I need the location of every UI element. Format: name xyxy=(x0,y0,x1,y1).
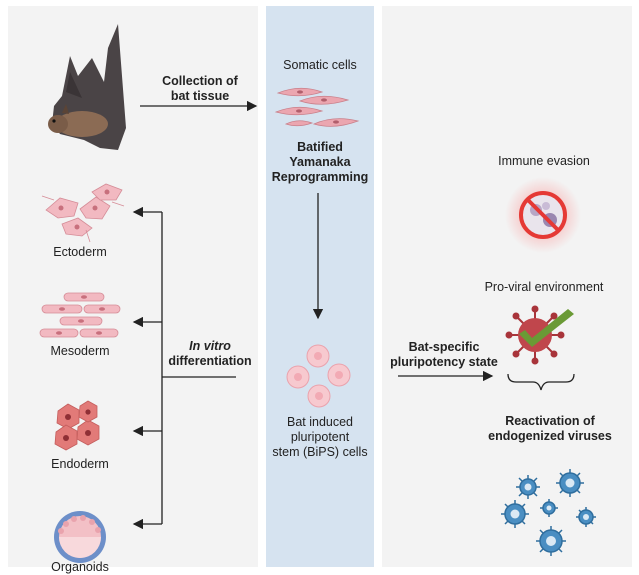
pluripotency-state-label: Bat-specific pluripotency state xyxy=(382,340,506,370)
bat-icon xyxy=(48,24,126,150)
pluripotency-state-line1: Bat-specific xyxy=(408,340,480,354)
pluripotency-state-line2: pluripotency state xyxy=(390,355,498,369)
mesoderm-label: Mesoderm xyxy=(50,344,110,358)
reprogramming-label-line1: Batified xyxy=(297,140,343,154)
invitro-label: In vitro differentiation xyxy=(160,339,260,369)
reactivation-label-line1: Reactivation of xyxy=(505,414,595,428)
reactivation-label-line2: endogenized viruses xyxy=(488,429,612,443)
bips-label-line1: Bat induced xyxy=(286,415,354,429)
reprogramming-label-line2: Yamanaka xyxy=(289,155,351,169)
bips-label: Bat induced pluripotent stem (BiPS) cell… xyxy=(262,415,378,460)
ectoderm-label: Ectoderm xyxy=(53,245,107,259)
bracket xyxy=(507,373,575,391)
virus-particles-icon xyxy=(501,469,596,556)
endoderm-label: Endoderm xyxy=(51,457,109,471)
somatic-cells-icon xyxy=(274,87,360,127)
bips-label-line2: pluripotent xyxy=(290,430,350,444)
reactivation-label: Reactivation of endogenized viruses xyxy=(480,414,620,444)
invitro-label-line1: In vitro xyxy=(189,339,231,353)
somatic-cells-label: Somatic cells xyxy=(283,58,357,72)
reprogramming-label-line3: Reprogramming xyxy=(271,170,369,184)
collection-label: Collection of bat tissue xyxy=(140,74,260,104)
bips-label-line3: stem (BiPS) cells xyxy=(272,445,368,459)
immune-evasion-label: Immune evasion xyxy=(498,154,590,168)
proviral-virus-icon xyxy=(505,305,574,365)
invitro-label-line2: differentiation xyxy=(168,354,252,368)
differentiation-tree xyxy=(132,206,236,530)
bips-cells-icon xyxy=(286,344,351,408)
collection-label-line2: bat tissue xyxy=(170,89,230,103)
mesoderm-cells-icon xyxy=(39,292,121,338)
endoderm-cells-icon xyxy=(54,400,100,451)
reprogramming-label: Batified Yamanaka Reprogramming xyxy=(266,140,374,185)
collection-label-line1: Collection of xyxy=(162,74,238,88)
left-panel xyxy=(8,6,258,567)
ectoderm-cells-icon xyxy=(41,183,125,243)
immune-evasion-icon xyxy=(505,177,581,253)
organoids-label: Organoids xyxy=(51,560,109,574)
proviral-label: Pro-viral environment xyxy=(484,280,604,294)
organoid-icon xyxy=(54,511,106,563)
right-panel xyxy=(382,6,632,567)
